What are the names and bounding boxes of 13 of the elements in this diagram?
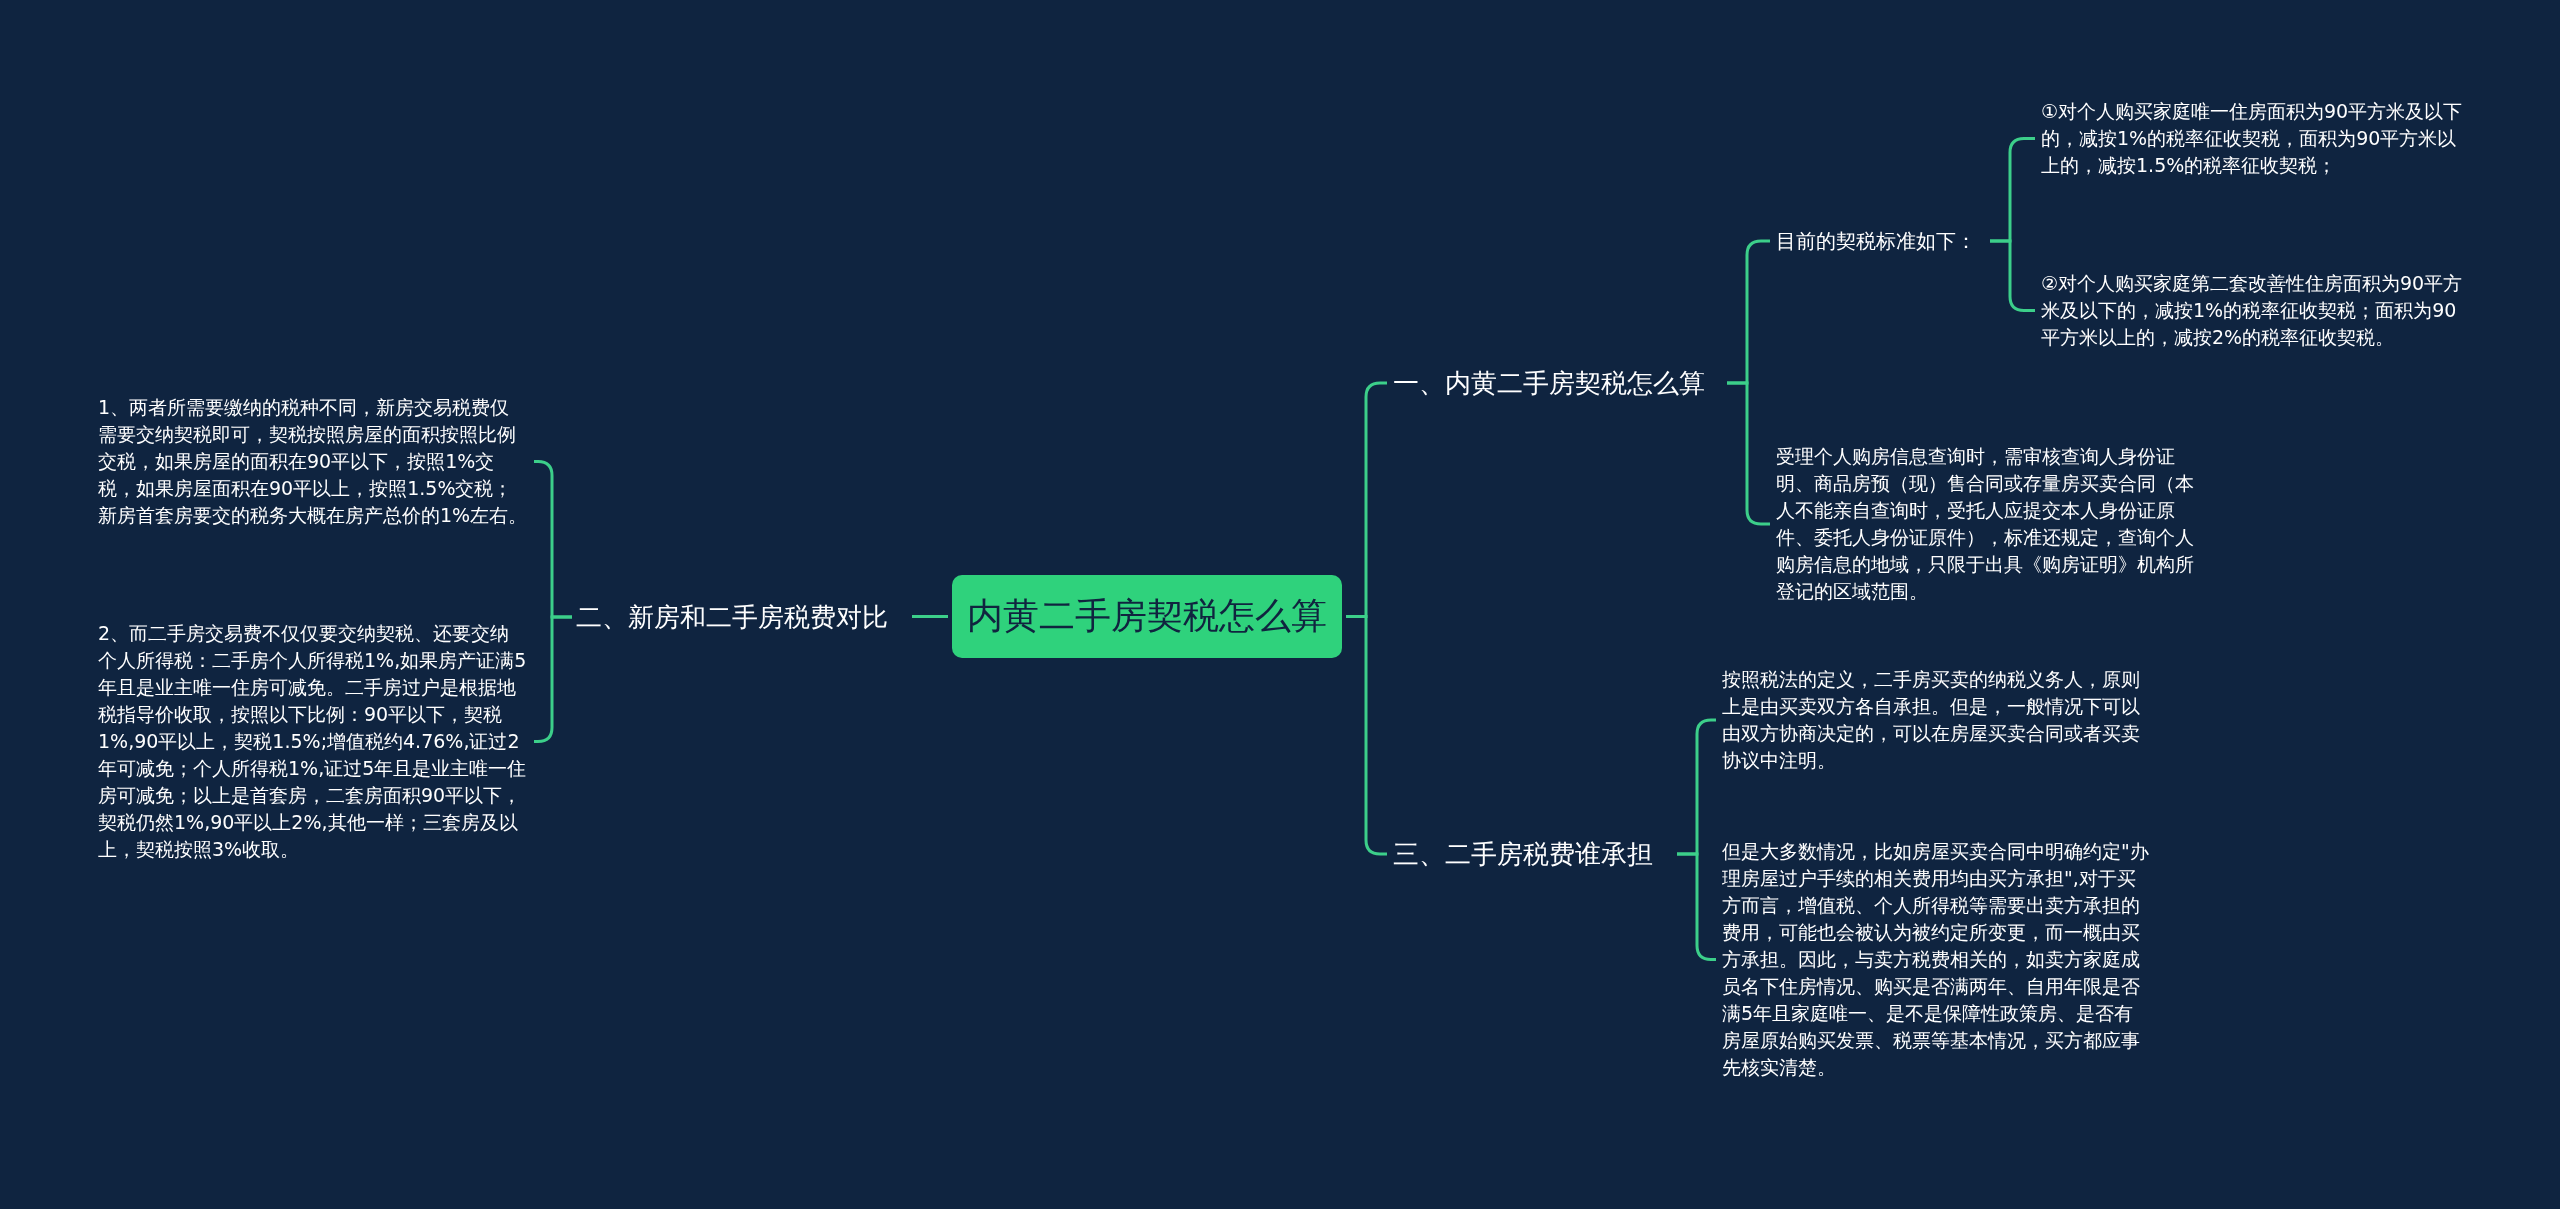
branch-topic: 一、内黄二手房契税怎么算 [1393,362,1723,404]
branch-topic: 三、二手房税费谁承担 [1393,833,1673,875]
note-text: ②对个人购买家庭第二套改善性住房面积为90平方米及以下的，减按1%的税率征收契税；面积为90平方米以上的，减按2%的税率征收契税。 [2041,270,2466,351]
note-text: 按照税法的定义，二手房买卖的纳税义务人，原则上是由买卖双方各自承担。但是，一般情况下可以由双方协商决定的，可以在房屋买卖合同或者买卖协议中注明。 [1722,666,2152,774]
note-text: 1、两者所需要缴纳的税种不同，新房交易税费仅需要交纳契税即可，契税按照房屋的面积按照比例交税，如果房屋的面积在90平以下，按照1%交税，如果房屋面积在90平以上，按照1.5%交税；新房首套房要交的税务大概在房产总价的1%左右。 [98,394,528,529]
note-text: 但是大多数情况，比如房屋买卖合同中明确约定"办理房屋过户手续的相关费用均由买方承担",对于买方而言，增值税、个人所得税等需要出卖方承担的费用，可能也会被认为被约定所变更，而一概由买方承担。因此，与卖方税费相关的，如卖方家庭成员名下住房情况、购买是否满两年、自用年限是否满5年且家庭唯一、是不是保障性政策房、是否有房屋原始购买发票、税票等基本情况，买方都应事先核实清楚。 [1722,838,2152,1081]
note-text: 2、而二手房交易费不仅仅要交纳契税、还要交纳个人所得税：二手房个人所得税1%,如果房产证满5年且是业主唯一住房可减免。二手房过户是根据地税指导价收取，按照以下比例：90平以下，契税1%,90平以上，契税1.5%;增值税约4.76%,证过2年可减免；个人所得税1%,证过5年且是业主唯一住房可减免；以上是首套房，二套房面积90平以下，契税仍然1%,90平以上2%,其他一样；三套房及以上，契税按照3%收取。 [98,620,528,863]
note-text: 受理个人购房信息查询时，需审核查询人身份证明、商品房预（现）售合同或存量房买卖合同（本人不能亲自查询时，受托人应提交本人身份证原件、委托人身份证原件），标准还规定，查询个人购房信息的地域，只限于出具《购房证明》机构所登记的区域范围。 [1776,443,2201,605]
note-text: ①对个人购买家庭唯一住房面积为90平方米及以下的，减按1%的税率征收契税，面积为90平方米以上的，减按1.5%的税率征收契税； [2041,98,2466,179]
subtopic-text: 目前的契税标准如下： [1776,224,1986,258]
central-topic-box: 内黄二手房契税怎么算 [952,575,1342,658]
connector-line [912,615,948,618]
branch-topic: 二、新房和二手房税费对比 [576,596,906,638]
